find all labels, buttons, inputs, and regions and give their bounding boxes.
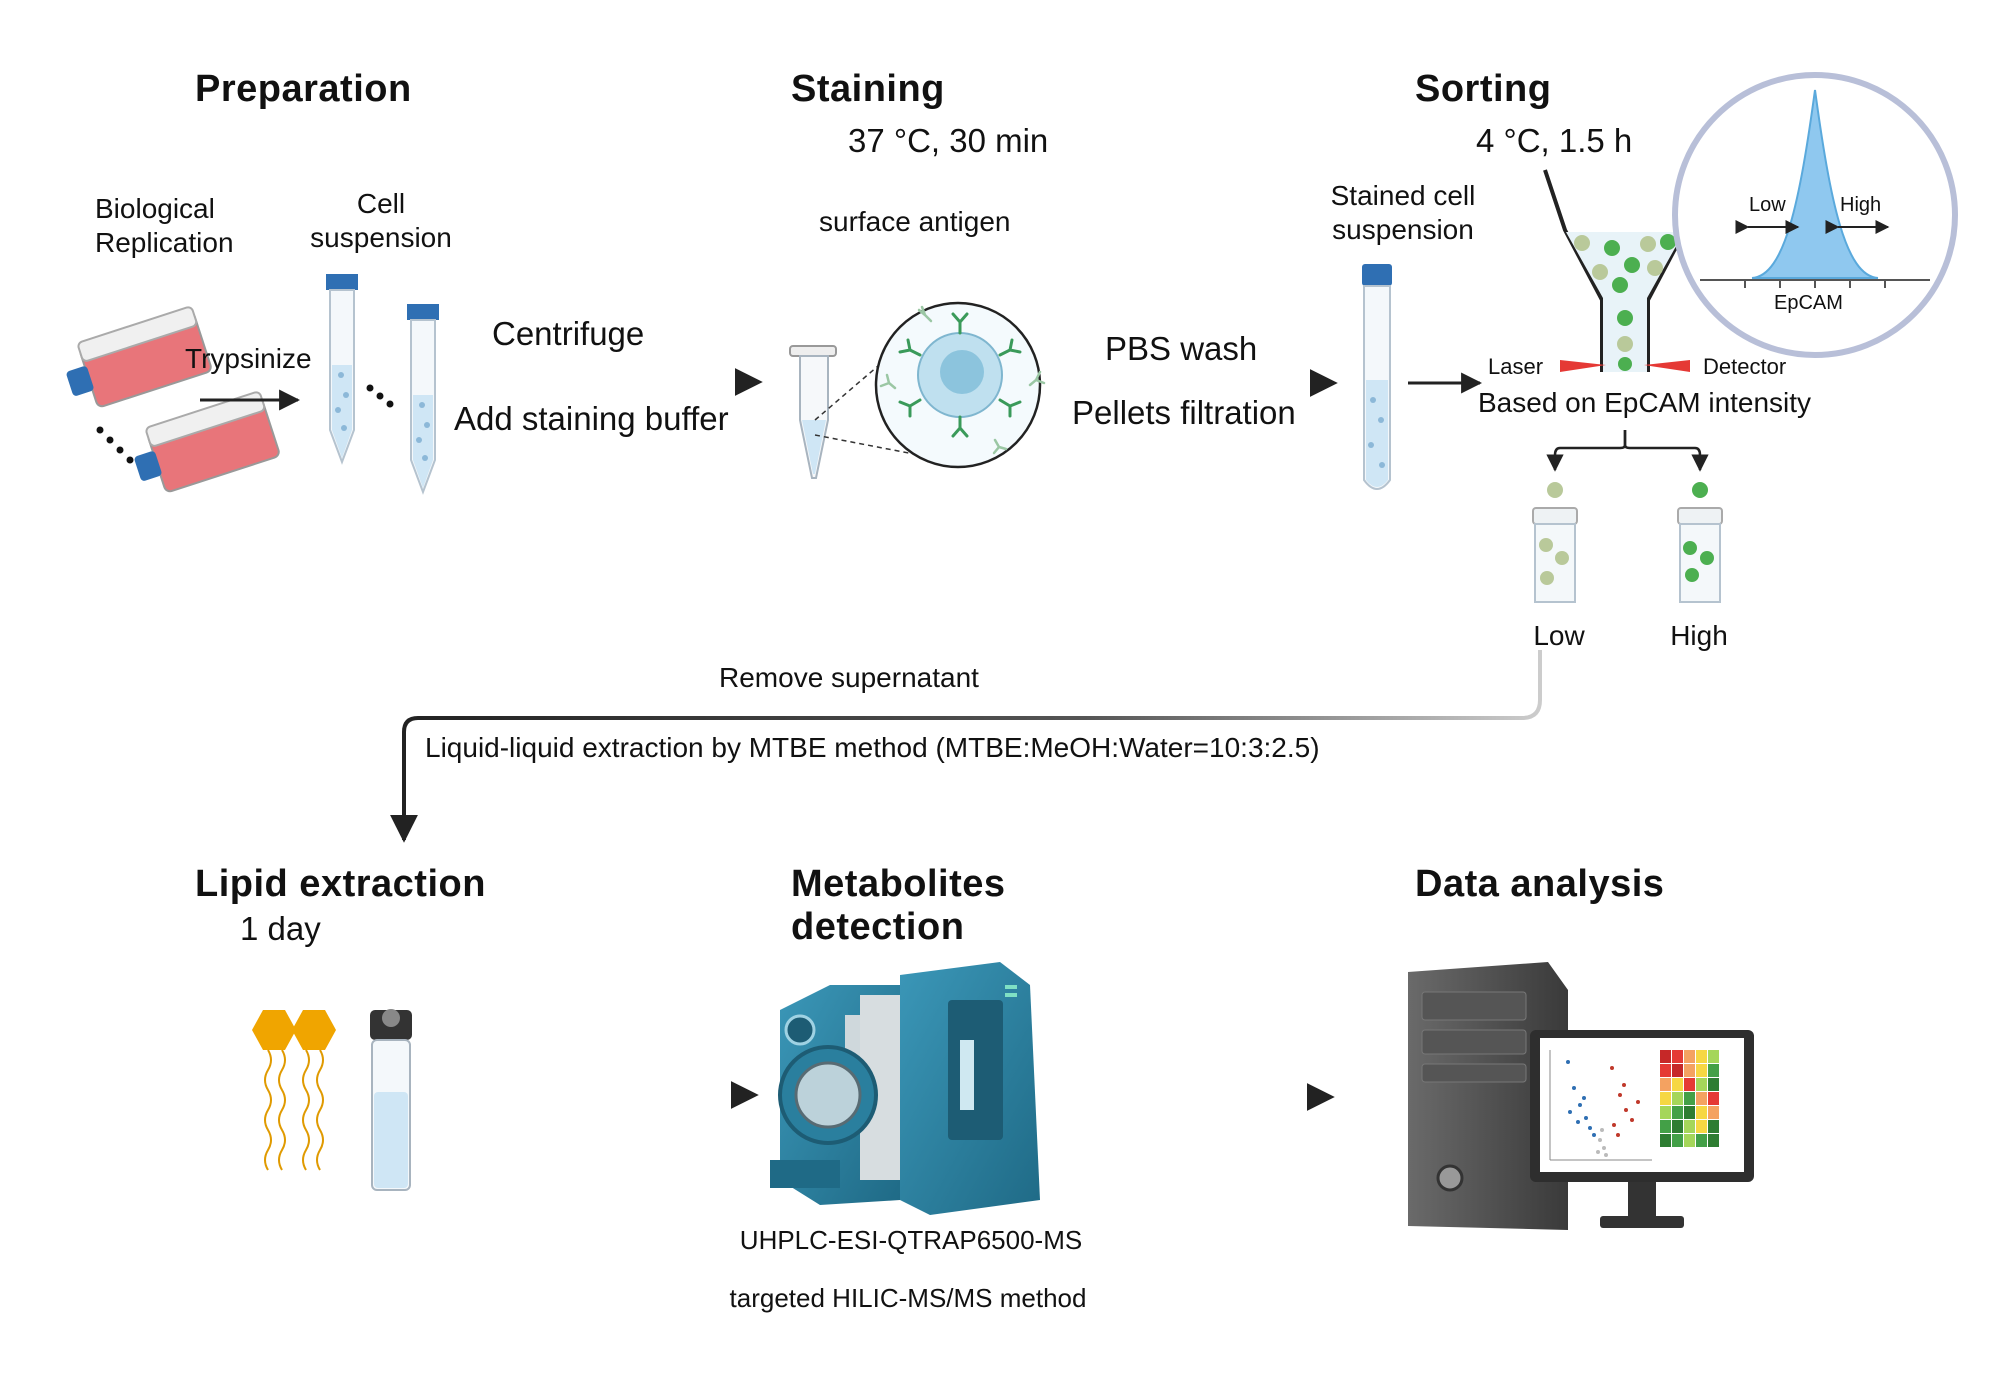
heatmap-cell (1684, 1078, 1695, 1091)
laser-label: Laser (1488, 354, 1544, 379)
heatmap-cell (1696, 1106, 1707, 1119)
tube-high-label: High (1670, 620, 1728, 651)
heatmap-cell (1672, 1134, 1683, 1147)
sorting-condition: 4 °C, 1.5 h (1476, 122, 1633, 159)
heatmap-cell (1708, 1092, 1719, 1105)
instrument-label: UHPLC-ESI-QTRAP6500-MS (739, 1225, 1083, 1255)
heatmap-cell (1684, 1120, 1695, 1133)
culture-flask-icon (134, 391, 280, 493)
histogram-low-label: Low (1749, 194, 1786, 216)
lipid-molecule-icon (252, 1010, 336, 1171)
heatmap-cell (1696, 1078, 1707, 1091)
based-on-epcam-label: Based on EpCAM intensity (1478, 387, 1812, 418)
tube-low-label: Low (1533, 620, 1585, 651)
staining-condition: 37 °C, 30 min (848, 122, 1049, 159)
method-label: targeted HILIC-MS/MS method (729, 1283, 1087, 1313)
heatmap-cell (1684, 1106, 1695, 1119)
heatmap-thumbnail (1660, 1050, 1719, 1147)
stained-cell-suspension-label-line2: suspension (1332, 214, 1474, 245)
falcon-tube-icon (1362, 264, 1392, 490)
heatmap-cell (1672, 1050, 1683, 1063)
histogram-axis-label: EpCAM (1774, 292, 1843, 314)
volcano-plot-thumbnail (1549, 1050, 1652, 1161)
heatmap-cell (1660, 1134, 1671, 1147)
pbs-wash-label: PBS wash (1105, 330, 1258, 367)
surface-antigen-label: surface antigen (819, 206, 1011, 237)
heatmap-cell (1708, 1078, 1719, 1091)
heatmap-cell (1708, 1106, 1719, 1119)
transfer-connector (390, 650, 1542, 843)
heatmap-cell (1660, 1120, 1671, 1133)
metabolites-detection-title-line1: Metabolites (791, 863, 1006, 905)
histogram-lens-icon (1672, 72, 1958, 358)
computer-workstation-icon (1408, 962, 1754, 1230)
cell-droplets (1574, 234, 1676, 371)
heatmap-cell (1660, 1092, 1671, 1105)
heatmap-cell (1708, 1134, 1719, 1147)
sorter-funnel-icon (1543, 169, 1709, 472)
remove-supernatant-label: Remove supernatant (719, 662, 979, 693)
stained-cell-suspension-label-line1: Stained cell (1330, 180, 1476, 211)
data-analysis-title: Data analysis (1415, 863, 1665, 905)
microcentrifuge-tube-icon (789, 345, 837, 479)
heatmap-cell (1660, 1078, 1671, 1091)
heatmap-cell (1672, 1064, 1683, 1077)
trypsinize-label: Trypsinize (185, 343, 312, 374)
heatmap-cell (1660, 1050, 1671, 1063)
heatmap-cell (1696, 1134, 1707, 1147)
heatmap-cell (1696, 1120, 1707, 1133)
extraction-method-label: Liquid-liquid extraction by MTBE method … (425, 732, 1320, 763)
mass-spectrometer-icon (770, 962, 1040, 1215)
biological-replication-label-line1: Biological (95, 193, 215, 224)
detector-label: Detector (1703, 354, 1787, 379)
heatmap-cell (1708, 1064, 1719, 1077)
heatmap-cell (1660, 1106, 1671, 1119)
culture-flask-icon (66, 306, 212, 408)
heatmap-cell (1672, 1106, 1683, 1119)
antibody-stained-cell-icon (874, 301, 1046, 469)
heatmap-cell (1696, 1050, 1707, 1063)
heatmap-cell (1708, 1120, 1719, 1133)
ellipsis-dots (96, 384, 394, 464)
biological-replication-label-line2: Replication (95, 227, 234, 258)
heatmap-cell (1684, 1134, 1695, 1147)
lipid-extraction-duration: 1 day (240, 910, 321, 947)
falcon-tube-icon (407, 304, 439, 495)
heatmap-cell (1684, 1050, 1695, 1063)
heatmap-cell (1684, 1064, 1695, 1077)
heatmap-cell (1708, 1050, 1719, 1063)
heatmap-cell (1660, 1064, 1671, 1077)
glass-vial-icon (370, 1009, 412, 1191)
sorting-title: Sorting (1415, 68, 1552, 110)
cell-suspension-label-line1: Cell (356, 188, 406, 219)
pellets-filtration-label: Pellets filtration (1072, 394, 1296, 431)
falcon-tube-icon (326, 274, 358, 465)
add-staining-buffer-label: Add staining buffer (454, 400, 729, 437)
cell-suspension-label-line2: suspension (310, 222, 452, 253)
collection-tube-icon (1677, 482, 1723, 603)
staining-title: Staining (791, 68, 945, 110)
heatmap-cell (1672, 1092, 1683, 1105)
metabolites-detection-title-line2: detection (791, 906, 965, 948)
heatmap-cell (1684, 1092, 1695, 1105)
heatmap-cell (1696, 1092, 1707, 1105)
heatmap-cell (1672, 1120, 1683, 1133)
preparation-title: Preparation (195, 68, 412, 110)
histogram-high-label: High (1840, 194, 1882, 216)
lipid-extraction-title: Lipid extraction (195, 863, 486, 905)
heatmap-cell (1672, 1078, 1683, 1091)
heatmap-cell (1696, 1064, 1707, 1077)
collection-tube-icon (1532, 482, 1578, 603)
centrifuge-label: Centrifuge (492, 315, 645, 352)
